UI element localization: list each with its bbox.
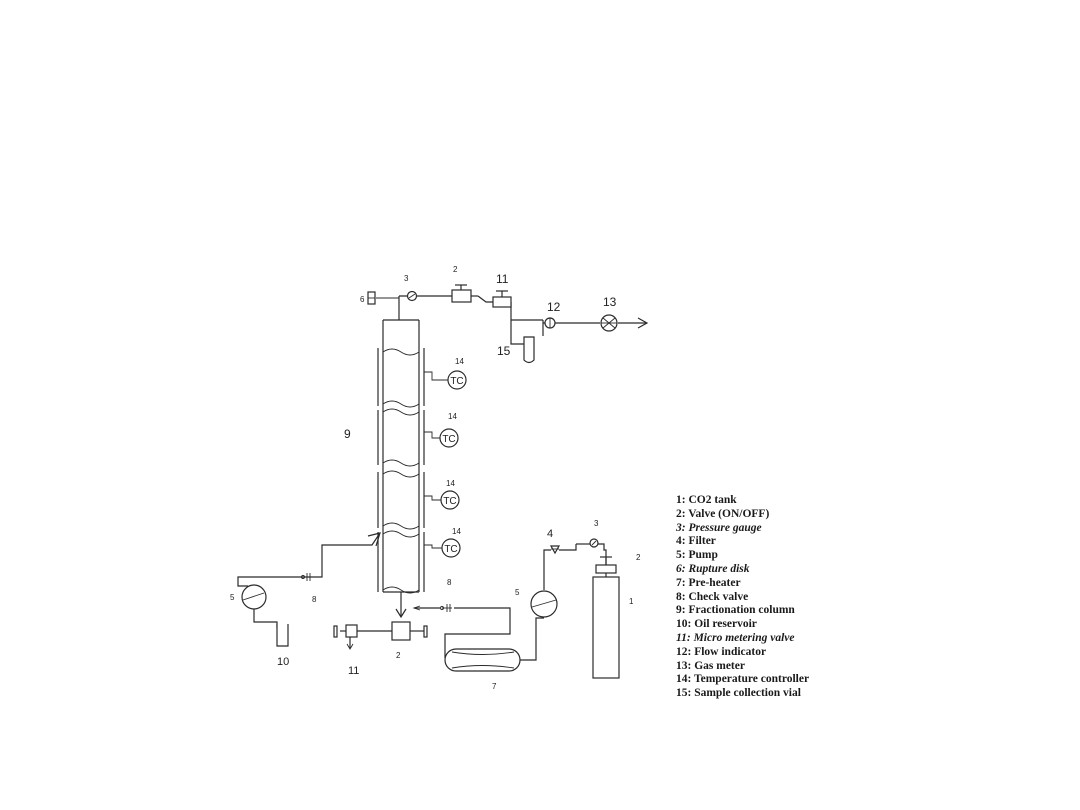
rupture-disk bbox=[367, 291, 376, 305]
legend-item: 2: Valve (ON/OFF) bbox=[676, 507, 770, 520]
temperature-controller: TC bbox=[424, 490, 460, 510]
filter bbox=[549, 545, 561, 555]
legend-item: 6: Rupture disk bbox=[676, 562, 750, 575]
legend-item: 12: Flow indicator bbox=[676, 645, 767, 658]
label-12: 12 bbox=[547, 300, 561, 314]
label-9: 9 bbox=[344, 427, 351, 441]
pre-heater bbox=[444, 648, 521, 672]
micro-metering-valve bbox=[492, 290, 512, 308]
temperature-controller: TC bbox=[424, 428, 459, 448]
legend-item: 10: Oil reservoir bbox=[676, 618, 757, 631]
label-3-top: 3 bbox=[404, 274, 409, 283]
oil-feed-piping bbox=[237, 532, 381, 628]
legend-item: 13: Gas meter bbox=[676, 659, 745, 672]
pressure-gauge bbox=[589, 538, 599, 548]
label-11-bottom: 11 bbox=[348, 665, 359, 677]
fractionation-column bbox=[377, 319, 425, 594]
gas-meter bbox=[600, 314, 618, 332]
label-8-left: 8 bbox=[312, 595, 317, 604]
legend-item: 14: Temperature controller bbox=[676, 673, 810, 686]
temperature-controller: TC bbox=[424, 370, 467, 390]
on-off-valve bbox=[391, 621, 428, 641]
check-valve bbox=[301, 573, 312, 581]
label-6: 6 bbox=[360, 295, 365, 304]
component-legend: 1: CO2 tank 2: Valve (ON/OFF) 3: Pressur… bbox=[676, 494, 876, 701]
heating-jacket bbox=[377, 348, 425, 592]
label-2-top: 2 bbox=[453, 265, 458, 274]
sample-collection-vial bbox=[523, 336, 535, 364]
svg-text:TC: TC bbox=[444, 544, 457, 555]
co2-feed-piping bbox=[412, 543, 607, 661]
pressure-gauge bbox=[406, 290, 418, 302]
on-off-valve bbox=[451, 284, 472, 303]
label-14: 14 bbox=[452, 527, 461, 536]
bottom-outlet-piping bbox=[340, 592, 424, 650]
micro-metering-valve bbox=[333, 624, 358, 638]
label-2-bottom: 2 bbox=[396, 651, 401, 660]
legend-item: 7: Pre-heater bbox=[676, 576, 741, 589]
label-8-right: 8 bbox=[447, 578, 452, 587]
label-13: 13 bbox=[603, 295, 617, 309]
legend-item: 9: Fractionation column bbox=[676, 604, 795, 617]
label-14: 14 bbox=[455, 357, 464, 366]
legend-item: 3: Pressure gauge bbox=[676, 521, 762, 534]
label-7: 7 bbox=[492, 682, 497, 691]
svg-text:TC: TC bbox=[450, 376, 463, 387]
label-2-right: 2 bbox=[636, 553, 641, 562]
oil-pump bbox=[241, 584, 267, 610]
svg-text:TC: TC bbox=[443, 496, 456, 507]
flow-indicator bbox=[544, 317, 556, 329]
legend-item: 4: Filter bbox=[676, 535, 716, 548]
legend-item: 8: Check valve bbox=[676, 590, 749, 603]
label-11-top: 11 bbox=[496, 272, 509, 286]
label-1: 1 bbox=[629, 597, 634, 606]
legend-item: 11: Micro metering valve bbox=[676, 631, 795, 644]
legend-item: 5: Pump bbox=[676, 549, 718, 562]
label-3-right: 3 bbox=[594, 519, 599, 528]
label-5-right: 5 bbox=[515, 588, 520, 597]
temperature-controller: TC bbox=[424, 538, 461, 558]
label-14: 14 bbox=[448, 412, 457, 421]
svg-text:TC: TC bbox=[442, 434, 455, 445]
legend-item: 15: Sample collection vial bbox=[676, 687, 801, 700]
co2-pump bbox=[530, 590, 558, 618]
oil-reservoir bbox=[276, 624, 289, 647]
label-10: 10 bbox=[277, 656, 289, 668]
label-5-left: 5 bbox=[230, 593, 235, 602]
check-valve bbox=[440, 604, 452, 612]
label-4: 4 bbox=[547, 528, 553, 540]
label-14: 14 bbox=[446, 479, 455, 488]
label-15: 15 bbox=[497, 344, 511, 358]
legend-item: 1: CO2 tank bbox=[676, 494, 737, 506]
co2-tank bbox=[592, 556, 620, 679]
